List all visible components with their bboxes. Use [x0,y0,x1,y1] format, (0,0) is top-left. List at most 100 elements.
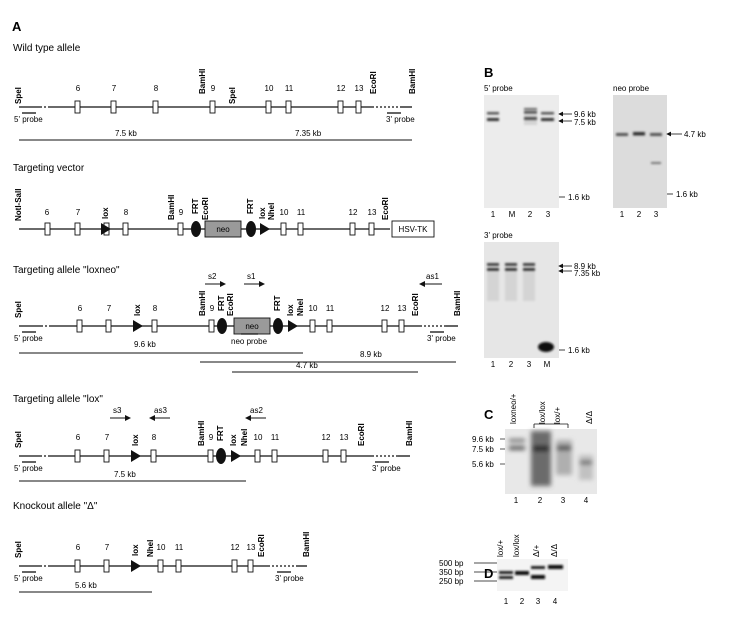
fragment-label: 7.5 kb [115,129,137,138]
size-marker: 5.6 kb [472,460,494,469]
primer-label: s1 [247,272,256,281]
lox-label: lox [286,304,295,316]
site-label: BamHI [197,421,206,446]
lane-number: 3 [561,496,566,505]
exon-label: 10 [265,84,274,93]
exon-label: 11 [326,304,335,313]
genotype-label: lox/lox [538,401,547,424]
lane-number: 3 [654,210,659,219]
size-marker: 7.5 kb [574,118,596,127]
wild-type-title: Wild type allele [13,43,81,54]
genotype-label: Δ/Δ [585,410,594,424]
exon-label: 10 [280,208,289,217]
genotype-label: lox/lox [512,534,521,557]
fragment-label: 8.9 kb [360,350,382,359]
site-label: NheI [296,299,305,316]
lane-number: 2 [520,597,525,606]
probe-3-label: 3' probe [275,574,304,583]
lane-number: 1 [491,210,496,219]
size-marker: 350 bp [439,568,464,577]
exon-label: 11 [297,208,306,217]
probe-5-label: 5' probe [14,574,43,583]
exon-label: 13 [247,543,256,552]
hsv-tk-label: HSV-TK [399,225,429,234]
lane-number: 4 [553,597,558,606]
lox-site-icon [131,560,141,572]
frt-site-icon [273,318,283,334]
size-marker: 1.6 kb [568,193,590,202]
lox-site-icon [260,223,270,235]
exon-label: 6 [45,208,50,217]
lane-number: M [544,360,551,369]
exon-label: 13 [398,304,407,313]
site-label: SpeI [14,87,23,104]
probe-3-label: 3' probe [386,115,415,124]
exon-label: 7 [105,543,110,552]
site-label: BamHI [198,291,207,316]
probe-5-label: 5' probe [14,464,43,473]
site-label: EcoRI [257,534,266,557]
lane-number: 1 [504,597,509,606]
panel-d-label: D [484,566,493,581]
site-label: NheI [240,429,249,446]
fragment-label: 5.6 kb [75,581,97,590]
frt-label: FRT [216,425,225,441]
genotype-label: lox/+ [496,540,505,557]
targeting-vector-map: Targeting vector 6 7 8 9 10 11 12 13 lox… [13,163,435,238]
size-marker: 1.6 kb [676,190,698,199]
genotype-label: Δ/Δ [550,543,559,557]
frt-label: FRT [217,295,226,311]
site-label: EcoRI [226,293,235,316]
loxneo-allele-map: Targeting allele "loxneo" 6 7 8 9 10 11 … [13,265,462,373]
lox-label: lox [131,434,140,446]
genotype-label: Δ/+ [532,544,541,557]
exon-label: 6 [76,84,81,93]
site-label: BamHI [408,69,417,94]
lane-number: 1 [514,496,519,505]
lane-number: 1 [620,210,625,219]
exon-label: 9 [211,84,216,93]
exon-label: 6 [76,543,81,552]
gel-panel-d: D lox/+ lox/lox Δ/+ Δ/Δ 500 bp 350 bp 25… [439,534,568,606]
loxneo-title: Targeting allele "loxneo" [13,265,120,276]
probe-5-label: 5' probe [14,334,43,343]
lane-number: 1 [491,360,496,369]
site-label: NheI [267,203,276,220]
lox-site-icon [131,450,141,462]
site-label: EcoRI [369,71,378,94]
blot-membrane [484,95,559,208]
blot-membrane [613,95,667,208]
site-label: BamHI [405,421,414,446]
site-label: NotI-SalI [14,189,23,221]
exon-label: 7 [107,304,112,313]
size-marker: 1.6 kb [568,346,590,355]
exon-label: 13 [340,433,349,442]
fragment-label: 7.5 kb [114,470,136,479]
wild-type-allele-map: Wild type allele 6 7 8 9 10 11 12 13 Spe… [13,43,417,141]
lane-number: 2 [509,360,514,369]
targeting-vector-title: Targeting vector [13,163,85,174]
site-label: SpeI [14,301,23,318]
lox-label: lox [229,434,238,446]
probe-3-label: 3' probe [427,334,456,343]
lane-number: 2 [637,210,642,219]
knockout-allele-map: Knockout allele "Δ" 6 7 10 11 12 13 lox … [13,501,311,593]
frt-site-icon [246,221,256,237]
frt-label: FRT [191,198,200,214]
lox-label: lox [101,207,110,219]
exon-label: 11 [175,543,184,552]
neo-label: neo [245,322,259,331]
size-marker: 250 bp [439,577,464,586]
blot-5-probe: 5' probe 9.6 kb 7.5 kb 1.6 kb 1 M 2 3 [484,84,596,219]
site-label: SpeI [14,431,23,448]
exon-label: 13 [355,84,364,93]
exon-label: 9 [179,208,184,217]
lane-number: 3 [527,360,532,369]
frt-site-icon [217,318,227,334]
site-label: SpeI [14,541,23,558]
lox-label: lox [133,304,142,316]
fragment-label: 7.35 kb [295,129,322,138]
exon-label: 9 [210,304,215,313]
blot-3-probe: 3' probe 8.9 kb 7.35 kb 1.6 kb 1 2 3 M [484,231,601,369]
site-label: SpeI [228,87,237,104]
